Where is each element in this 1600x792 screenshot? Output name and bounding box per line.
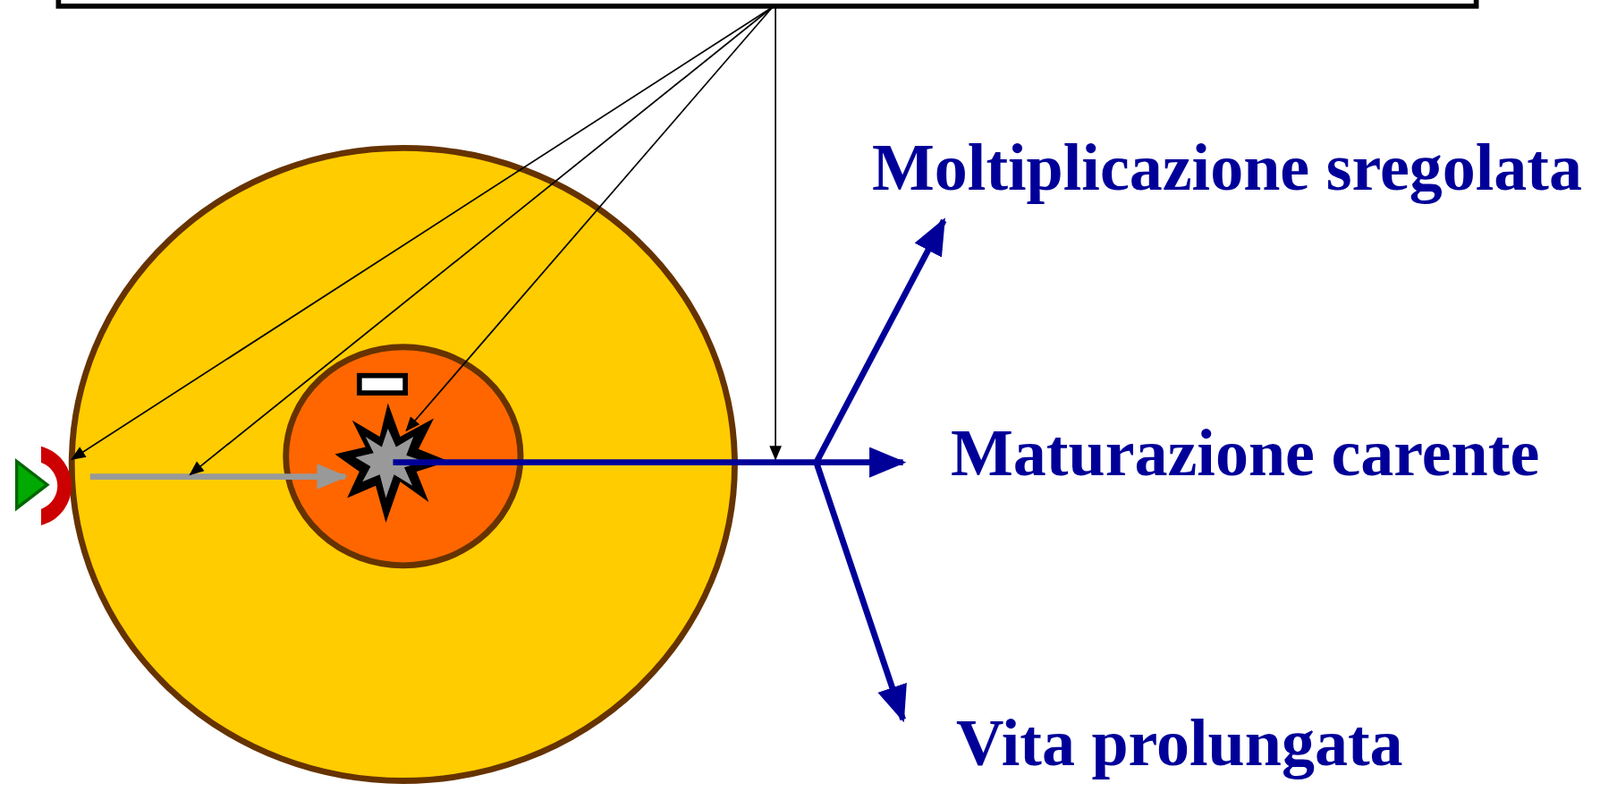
pathway-line (392, 458, 816, 466)
outcome-label: Maturazione carente (950, 419, 1540, 486)
leader-line (71, 7, 772, 459)
signal-arrow (90, 473, 346, 480)
leader-line (406, 7, 772, 431)
leader-line (190, 7, 773, 475)
cell-nucleus (286, 347, 521, 566)
outcome-arrow (816, 220, 945, 462)
outcome-label: Vita prolungata (956, 709, 1404, 776)
outcome-arrow (816, 458, 904, 466)
minus-sign (359, 375, 406, 393)
leader-line (774, 7, 777, 459)
top-box (58, 0, 1476, 7)
outcome-label: Moltiplicazione sregolata (871, 134, 1583, 201)
ligand-symbol (16, 460, 48, 508)
outcome-arrow (816, 462, 904, 720)
